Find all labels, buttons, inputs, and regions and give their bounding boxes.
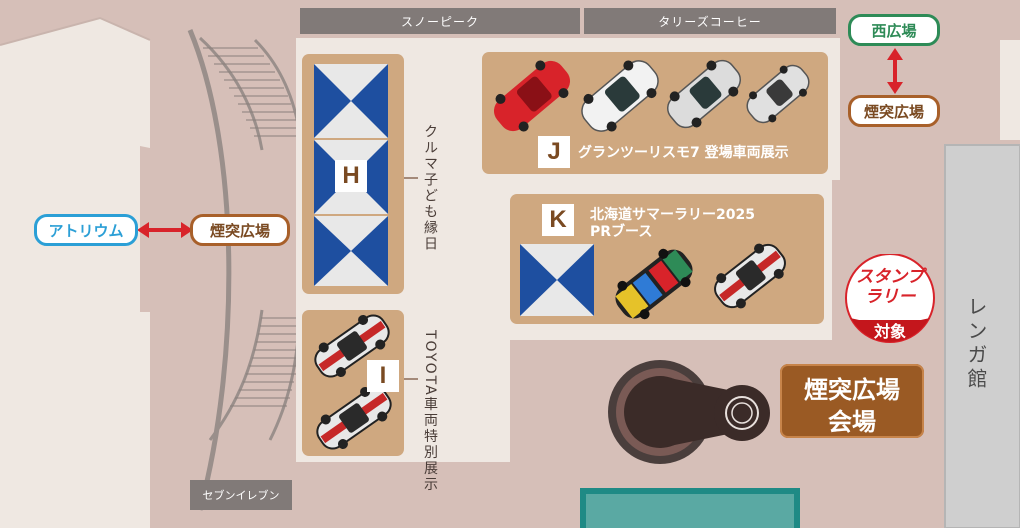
arrow-atrium-plaza <box>137 222 193 238</box>
car-icon <box>493 60 571 132</box>
west-plaza-label[interactable]: 西広場 <box>848 14 940 46</box>
k-icons <box>520 243 786 320</box>
zone-k-label-line1: 北海道サマーラリー2025 <box>590 207 755 223</box>
car-icon <box>746 64 810 124</box>
car-icons-j <box>493 59 810 132</box>
car-icon <box>666 59 742 129</box>
zone-letter-i: I <box>367 360 399 392</box>
stamp-rally-line2: ラリー <box>864 287 916 307</box>
zone-h-label: クルマ子ども縁日 <box>422 124 438 252</box>
zone-letter-h: H <box>335 160 367 192</box>
stamp-rally-target: 対象 <box>873 322 906 341</box>
zone-j-label: グランツーリスモ7 登場車両展示 <box>578 145 789 161</box>
car-icon <box>581 60 659 132</box>
store-tullys: タリーズコーヒー <box>584 8 836 34</box>
zone-h[interactable]: H <box>302 54 404 294</box>
zone-i[interactable]: I <box>302 310 404 456</box>
car-icon <box>714 243 786 309</box>
car-icon <box>314 314 390 378</box>
zone-k-label-line2: PRブース <box>590 224 653 240</box>
stamp-rally-badge: スタンプ ラリー 対象 <box>840 254 940 346</box>
tent-icon <box>314 64 388 138</box>
zone-letter-j: J <box>538 136 570 168</box>
venue-label-line2: 会場 <box>828 408 876 436</box>
chimney-plaza-label-left[interactable]: 煙突広場 <box>190 214 290 246</box>
zone-j[interactable]: J グランツーリスモ7 登場車両展示 <box>482 52 828 174</box>
zone-k[interactable]: K 北海道サマーラリー2025 PRブース <box>510 194 824 324</box>
store-snow-peak: スノーピーク <box>300 8 580 34</box>
renga-building <box>945 145 1020 528</box>
zone-i-label: TOYOTA車両特別展示 <box>422 330 438 493</box>
car-icon <box>316 386 392 450</box>
car-icons-i <box>314 314 392 450</box>
arrow-west-plaza <box>887 48 903 94</box>
venue-label-line1: 煙突広場 <box>804 376 900 404</box>
chimney <box>608 360 770 464</box>
chimney-plaza-label-right[interactable]: 煙突広場 <box>848 95 940 127</box>
stamp-rally-line1: スタンプ <box>856 267 924 287</box>
renga-building-label: レンガ館 <box>964 296 988 392</box>
car-icon <box>615 248 693 320</box>
tent-icon <box>314 216 388 286</box>
atrium-label[interactable]: アトリウム <box>34 214 138 246</box>
venue-label: 煙突広場 会場 <box>780 364 924 438</box>
tent-icons-h <box>314 64 388 286</box>
store-seven-eleven: セブンイレブン <box>190 480 292 510</box>
upper-stairs <box>198 36 304 151</box>
zone-letter-k: K <box>542 204 574 236</box>
tent-icon <box>520 244 594 316</box>
